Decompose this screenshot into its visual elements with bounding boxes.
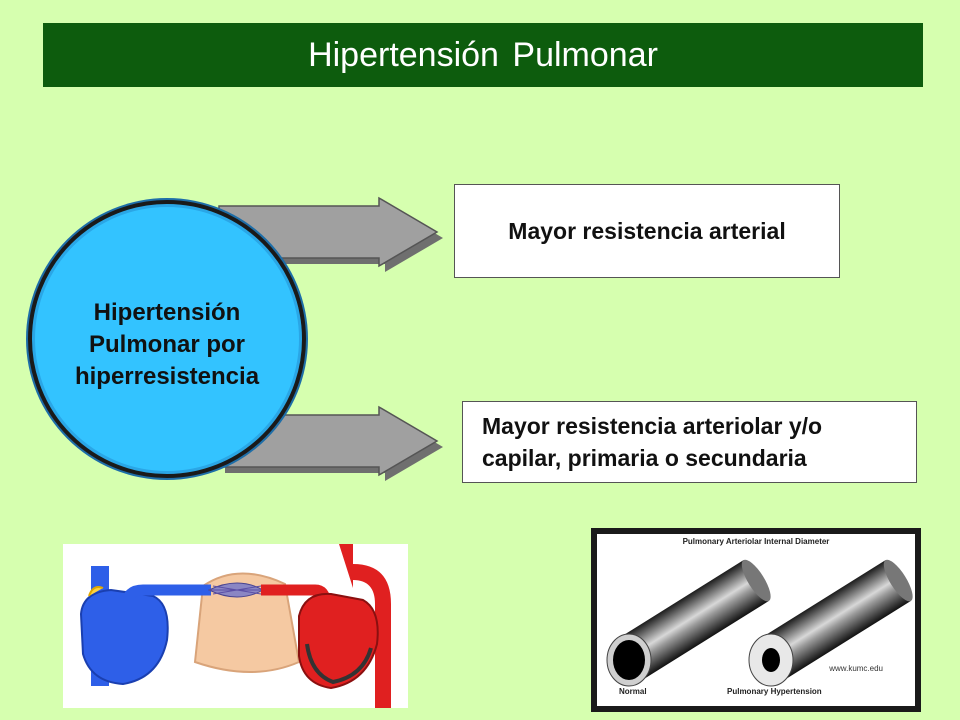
artery-credit: www.kumc.edu <box>828 664 883 673</box>
arteriolar-diameter-image: Pulmonary Arteriolar Internal Diameter w… <box>591 528 921 712</box>
outcome-arterial-label: Mayor resistencia arterial <box>508 217 786 244</box>
outcome-arteriolar-box: Mayor resistencia arteriolar y/o capilar… <box>462 401 917 483</box>
slide-title: Hipertensión Pulmonar <box>43 23 923 87</box>
label-pulmonary-hypertension: Pulmonary Hypertension <box>727 687 822 696</box>
arrow-to-arterial <box>218 196 443 272</box>
heart-lung-circulation-image <box>63 544 408 708</box>
label-normal: Normal <box>619 687 647 696</box>
artery-figure-title: Pulmonary Arteriolar Internal Diameter <box>683 537 830 546</box>
central-concept-label: Hipertensión Pulmonar por hiperresistenc… <box>74 299 260 390</box>
outcome-arterial-box: Mayor resistencia arterial <box>454 184 840 278</box>
central-concept-circle: Hipertensión Pulmonar por hiperresistenc… <box>28 200 306 478</box>
